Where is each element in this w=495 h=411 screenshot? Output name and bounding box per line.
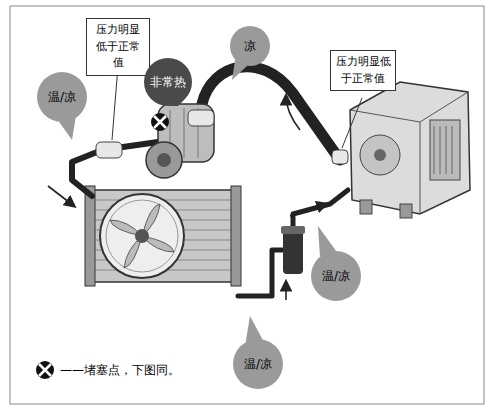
callout-bubble: 非常热 — [144, 58, 192, 106]
callout-bubble: 凉 — [230, 26, 270, 66]
condenser — [85, 186, 241, 286]
callout-text: 压力明显低于正常值 — [335, 54, 391, 87]
callout-text: 压力明显低于正常值 — [91, 22, 145, 72]
compressor — [146, 104, 214, 178]
blockage-symbol — [151, 113, 169, 131]
evaporator-housing — [350, 82, 470, 218]
pressure-gauges — [96, 110, 348, 164]
refrigerant-hoses — [72, 67, 348, 296]
flow-arrows — [48, 96, 326, 300]
callout-box: 压力明显低于正常值 — [86, 18, 150, 76]
bubble-text: 凉 — [244, 38, 256, 55]
callout-box: 压力明显低于正常值 — [330, 50, 396, 91]
bubble-text: 温/凉 — [48, 89, 76, 106]
callout-bubble: 温/凉 — [37, 72, 87, 122]
bubble-text: 非常热 — [150, 74, 186, 91]
bubble-text: 温/凉 — [244, 356, 272, 373]
frame — [10, 6, 484, 404]
legend-blockage-symbol — [36, 361, 54, 379]
callout-bubble: 温/凉 — [311, 251, 361, 301]
bubble-text: 温/凉 — [322, 268, 350, 285]
legend-text: ——堵塞点，下图同。 — [60, 362, 180, 379]
receiver-drier — [281, 226, 305, 274]
callout-bubble: 温/凉 — [233, 339, 283, 389]
